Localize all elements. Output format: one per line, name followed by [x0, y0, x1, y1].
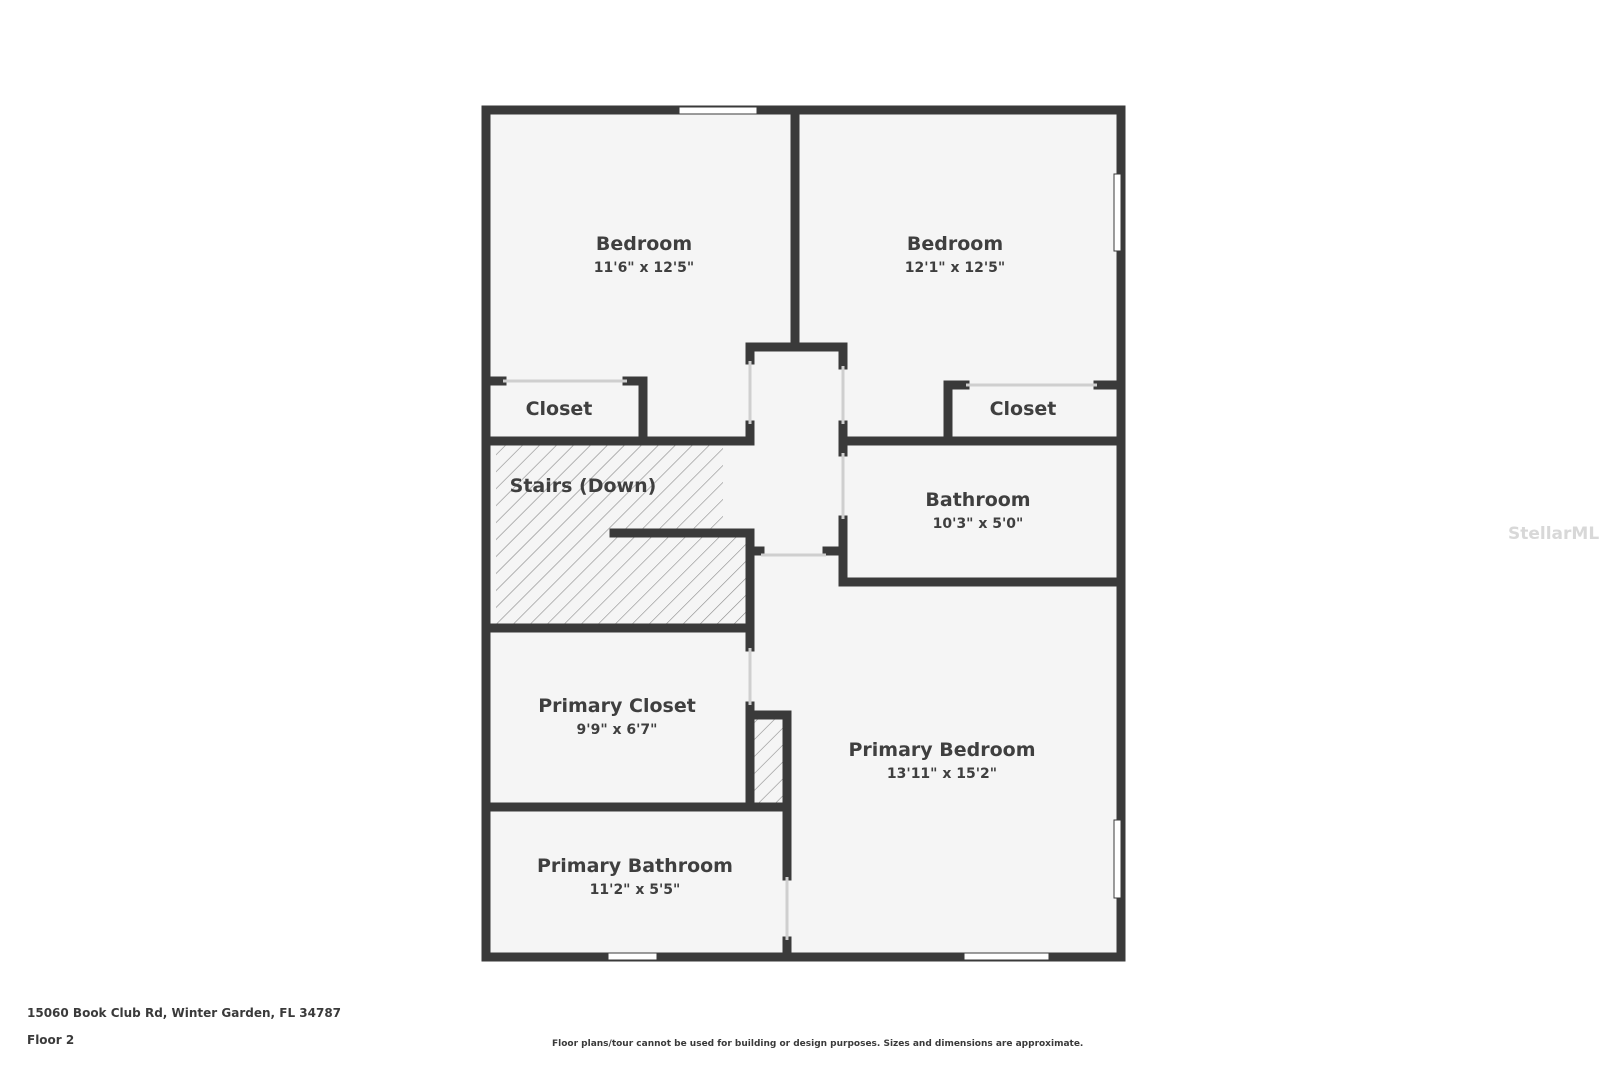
- window: [607, 952, 658, 961]
- room-labels: Bedroom 11'6" x 12'5" Bedroom 12'1" x 12…: [510, 233, 1057, 898]
- window: [678, 106, 758, 115]
- room-dims-bedroom-1: 11'6" x 12'5": [594, 260, 694, 276]
- room-label-bedroom-1: Bedroom: [596, 233, 692, 255]
- walls: [481, 105, 1126, 962]
- window: [1113, 173, 1122, 252]
- disclaimer-text: Floor plans/tour cannot be used for buil…: [552, 1039, 1084, 1049]
- room-label-primary-closet: Primary Closet: [538, 695, 696, 717]
- room-label-bathroom: Bathroom: [925, 489, 1030, 511]
- window: [963, 952, 1050, 961]
- room-dims-primary-bedroom: 13'11" x 15'2": [887, 766, 997, 782]
- room-label-primary-bathroom: Primary Bathroom: [537, 855, 733, 877]
- room-dims-primary-bathroom: 11'2" x 5'5": [590, 882, 681, 898]
- windows: [607, 106, 1122, 961]
- room-label-stairs: Stairs (Down): [510, 475, 657, 497]
- watermark: StellarMLS: [1508, 524, 1600, 544]
- room-dims-bathroom: 10'3" x 5'0": [933, 516, 1024, 532]
- window: [1113, 819, 1122, 899]
- exterior-wall: [481, 105, 1126, 962]
- room-label-bedroom-2: Bedroom: [907, 233, 1003, 255]
- room-label-closet-1: Closet: [526, 398, 593, 420]
- room-label-closet-2: Closet: [990, 398, 1057, 420]
- property-address: 15060 Book Club Rd, Winter Garden, FL 34…: [27, 1006, 342, 1020]
- room-dims-bedroom-2: 12'1" x 12'5": [905, 260, 1005, 276]
- room-label-primary-bedroom: Primary Bedroom: [848, 739, 1035, 761]
- chase-area: [753, 719, 783, 804]
- floor-label: Floor 2: [27, 1033, 75, 1047]
- room-dims-primary-closet: 9'9" x 6'7": [577, 722, 658, 738]
- openings: [503, 361, 1097, 940]
